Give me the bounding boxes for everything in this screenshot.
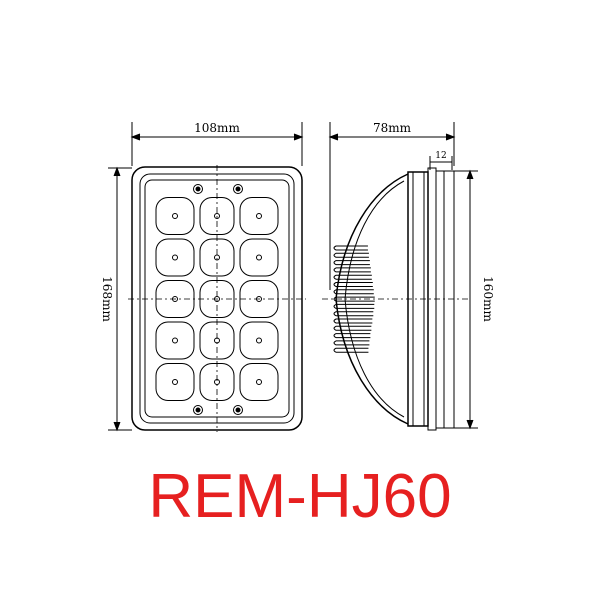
heatsink-fin	[333, 267, 371, 273]
front-center-lines	[128, 165, 306, 432]
led-lens	[155, 363, 195, 401]
heatsink-fin	[333, 325, 372, 331]
front-width-label: 108mm	[194, 121, 240, 135]
rim-depth-label: 12	[435, 151, 446, 161]
heatsink-fin	[333, 282, 373, 287]
led-lens	[239, 197, 279, 235]
side-depth-label: 78mm	[373, 121, 412, 135]
front-height-label: 168mm	[100, 276, 114, 322]
heatsink-fin	[333, 245, 368, 251]
led-lens	[239, 321, 279, 360]
front-height-dimension	[108, 166, 132, 432]
heatsink-fin	[333, 252, 369, 258]
heatsink-fin	[333, 340, 370, 346]
mounting-screws	[193, 184, 243, 415]
heatsink-fin	[333, 289, 374, 295]
side-height-label: 160mm	[481, 276, 495, 322]
side-height-dimension	[454, 169, 478, 430]
led-lens	[239, 363, 279, 401]
side-depth-dimension	[328, 122, 456, 290]
led-lens	[155, 197, 195, 235]
heatsink-fin	[333, 333, 371, 339]
heatsink-fin	[333, 303, 375, 309]
led-lens	[239, 238, 279, 277]
heatsink-fin	[333, 274, 372, 280]
heatsink-fin	[333, 347, 369, 353]
front-width-dimension	[130, 122, 304, 166]
model-name-title: REM-HJ60	[148, 462, 452, 531]
led-lens	[199, 321, 235, 360]
heatsink-fin	[333, 296, 375, 302]
led-lens	[155, 321, 195, 360]
led-lens	[155, 238, 195, 277]
heatsink-fin	[333, 318, 373, 324]
heatsink-fin	[333, 311, 374, 317]
heatsink-fin	[333, 260, 370, 266]
heatsink-fins	[333, 245, 375, 353]
